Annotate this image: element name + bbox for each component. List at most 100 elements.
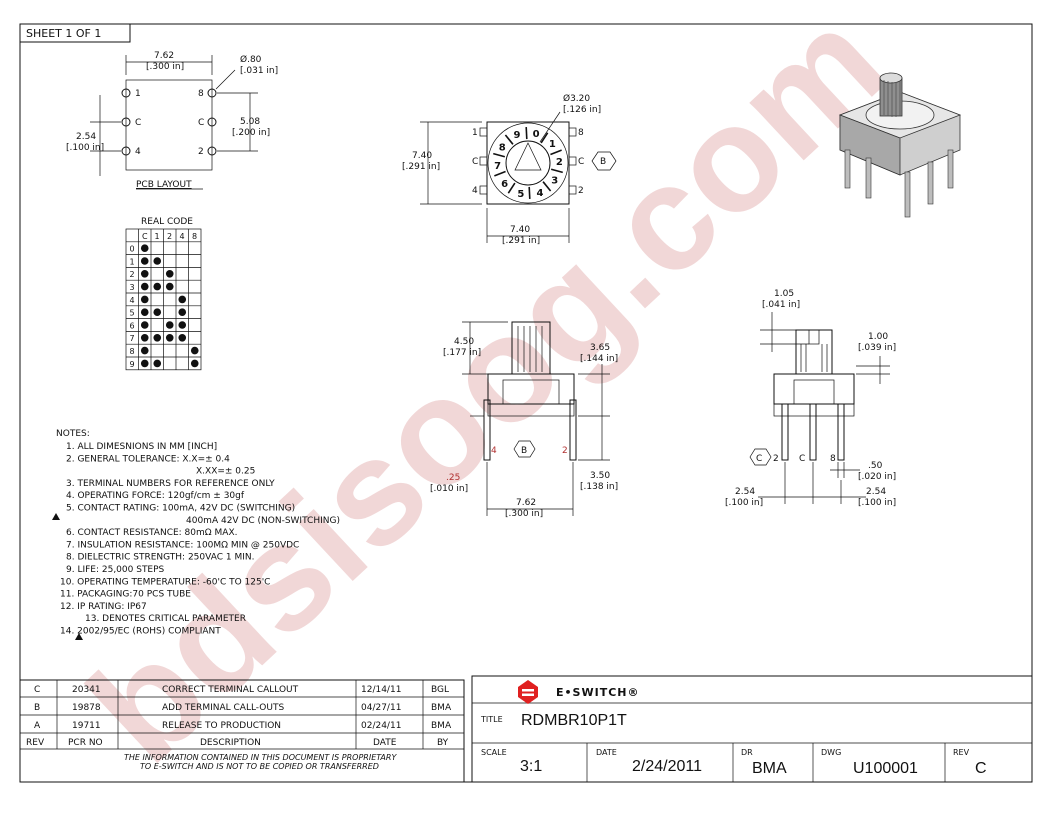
pcb-pin-1: 1 xyxy=(135,89,141,99)
note-item: 7. INSULATION RESISTANCE: 100MΩ MIN @ 25… xyxy=(66,540,299,550)
watermark: bdsisoog.com xyxy=(57,0,915,793)
top-callout-hex xyxy=(591,151,617,171)
top-width-dim: 7.40 xyxy=(510,225,530,235)
code-row-label: 2 xyxy=(130,270,135,279)
side-step-in: [.039 in] xyxy=(858,343,896,353)
top-width-dim-in: [.291 in] xyxy=(502,236,540,246)
code-header: 1 xyxy=(155,232,160,241)
code-dot xyxy=(140,334,149,342)
note-item: 9. LIFE: 25,000 STEPS xyxy=(66,565,165,575)
code-header: C xyxy=(142,232,148,241)
code-dot xyxy=(140,321,149,329)
note-item: 10. OPERATING TEMPERATURE: -60'C TO 125'… xyxy=(60,577,270,587)
pcb-layout: 1 C 4 8 C 2 7.62 [.300 in] Ø.80 [.031 in… xyxy=(66,51,278,190)
dial-label: 8 xyxy=(499,142,506,153)
dial-tick xyxy=(542,181,552,192)
code-dot xyxy=(178,308,187,317)
code-row-label: 3 xyxy=(130,283,135,292)
side-callout-hex xyxy=(749,448,772,466)
dial-tick xyxy=(507,182,516,194)
side-slot: 1.05 xyxy=(774,289,794,299)
rev-cell: B xyxy=(34,703,40,713)
dr-label: DR xyxy=(741,748,753,757)
front-body-h: 3.65 xyxy=(590,343,610,353)
side-pitch-r: 2.54 xyxy=(866,487,886,497)
side-callout: C xyxy=(756,454,762,464)
rev-cell: A xyxy=(34,721,41,731)
front-pitch: 7.62 xyxy=(516,498,536,508)
dial-tick xyxy=(525,127,528,140)
scale-value: 3:1 xyxy=(520,758,542,775)
code-dot xyxy=(190,346,199,355)
date-value: 2/24/2011 xyxy=(632,758,702,775)
dial-tick xyxy=(540,132,549,144)
rev-value: C xyxy=(975,760,987,777)
code-row-label: 8 xyxy=(130,347,135,356)
pcb-dim-left: 2.54 xyxy=(76,132,96,142)
rev-desc-cell: RELEASE TO PRODUCTION xyxy=(162,721,281,731)
pcb-dim-right-in: [.200 in] xyxy=(232,128,270,138)
side-pin-c: C xyxy=(799,454,805,464)
dial-label: 3 xyxy=(551,176,558,187)
code-header: 4 xyxy=(180,232,185,241)
code-header: 2 xyxy=(167,232,172,241)
rev-by-cell: BMA xyxy=(431,703,452,713)
code-dot xyxy=(140,359,149,368)
top-pin-2: 2 xyxy=(578,186,584,196)
dial-label: 6 xyxy=(501,179,508,190)
dial-label: 4 xyxy=(536,188,543,199)
code-dot xyxy=(190,359,199,368)
front-pin-l-in: [.138 in] xyxy=(580,482,618,492)
note-item: 13. DENOTES CRITICAL PARAMETER xyxy=(85,614,246,624)
top-height-dim-in: [.291 in] xyxy=(402,162,440,172)
code-dot xyxy=(140,346,149,355)
code-row-label: 9 xyxy=(130,360,135,369)
dial-label: 7 xyxy=(494,161,501,172)
front-standoff-in: [.010 in] xyxy=(430,484,468,494)
top-knob-dim: Ø3.20 xyxy=(563,93,590,104)
top-pin-c-left: C xyxy=(472,157,478,167)
dial-tick xyxy=(504,134,514,145)
rev-pcr-cell: 20341 xyxy=(72,685,101,695)
rev-by-cell: BGL xyxy=(431,685,449,695)
side-pin-w: .50 xyxy=(868,461,883,471)
code-dot xyxy=(165,321,174,329)
front-knob-h-in: [.177 in] xyxy=(443,348,481,358)
rev-date-cell: 04/27/11 xyxy=(361,703,401,713)
dial-tick xyxy=(494,170,506,177)
top-pin-c-right: C xyxy=(578,157,584,167)
note-item: 11. PACKAGING:70 PCS TUBE xyxy=(60,590,191,600)
side-pin-w-in: [.020 in] xyxy=(858,472,896,482)
date-label: DATE xyxy=(596,748,617,757)
real-code-title: REAL CODE xyxy=(141,217,193,227)
side-view: C 2 C 8 1.05 [.041 in] 1.00 [.039 in] .5… xyxy=(725,289,896,508)
notes: NOTES: 1. ALL DIMESNIONS IN MM [INCH]2. … xyxy=(52,429,340,640)
code-dot xyxy=(165,270,174,278)
code-dot xyxy=(178,295,187,304)
dial-label: 1 xyxy=(549,139,556,150)
rev-desc-cell: CORRECT TERMINAL CALLOUT xyxy=(162,685,299,695)
side-pitch-r-in: [.100 in] xyxy=(858,498,896,508)
dial-label: 9 xyxy=(514,130,521,141)
pcb-dim-top-in: [.300 in] xyxy=(146,62,184,72)
note-item: 3. TERMINAL NUMBERS FOR REFERENCE ONLY xyxy=(66,479,275,489)
side-slot-in: [.041 in] xyxy=(762,300,800,310)
code-dot xyxy=(178,334,187,342)
pcb-pin-c-right: C xyxy=(198,118,204,128)
dial-tick xyxy=(550,149,562,156)
pcb-dim-right: 5.08 xyxy=(240,117,260,127)
rev-head-by: BY xyxy=(437,738,449,748)
note-item: 4. OPERATING FORCE: 120gf/cm ± 30gf xyxy=(66,491,245,501)
rev-date-cell: 02/24/11 xyxy=(361,721,401,731)
front-pin-l: 3.50 xyxy=(590,471,610,481)
scale-label: SCALE xyxy=(481,748,507,757)
title-label: TITLE xyxy=(480,715,503,724)
code-dot xyxy=(153,334,162,342)
code-row-label: 7 xyxy=(130,334,135,343)
code-row-label: 6 xyxy=(130,321,135,330)
code-dot xyxy=(140,244,149,252)
dial-tick xyxy=(550,168,563,174)
side-pin-2: 2 xyxy=(773,454,779,464)
